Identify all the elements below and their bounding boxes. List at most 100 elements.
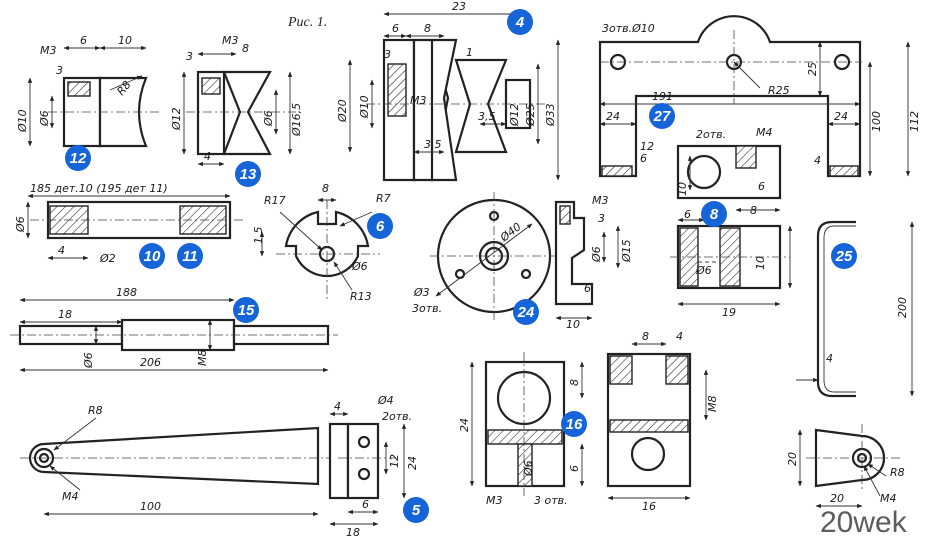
- dim-label: 4: [826, 352, 833, 365]
- svg-text:5: 5: [412, 502, 421, 519]
- dim-label: M4: [880, 492, 897, 505]
- dim-label: 3: [384, 48, 391, 61]
- part-badge: 25: [831, 243, 857, 269]
- dim-label: Ø12: [508, 103, 521, 127]
- dim-label: 10: [676, 182, 689, 196]
- dim-label: 8: [642, 330, 649, 343]
- dim-label: 100: [870, 111, 883, 132]
- dim-label: Ø6: [522, 460, 535, 477]
- dim-label: 3: [186, 50, 193, 63]
- dim-label: 24: [606, 110, 620, 123]
- dim-label: 6: [584, 282, 591, 295]
- dim-label: 24: [458, 418, 471, 432]
- dim-label: 10: [566, 318, 580, 331]
- svg-text:15: 15: [238, 302, 255, 319]
- svg-text:6: 6: [376, 218, 385, 235]
- part-badge: 11: [177, 243, 203, 269]
- part-badge: 12: [65, 145, 91, 171]
- dim-label: 3,5: [424, 138, 442, 151]
- dim-label: 6: [80, 34, 87, 47]
- dim-label: M3: [40, 44, 57, 57]
- part-badge: 24: [513, 299, 539, 325]
- dim-label: 3: [598, 212, 605, 225]
- part-badge: 8: [701, 201, 727, 227]
- part-badge: 5: [403, 497, 429, 523]
- dim-label: Ø33: [544, 103, 557, 127]
- dim-label: 4: [204, 150, 211, 163]
- dim-label: 6: [568, 465, 581, 472]
- part-13-drawing: M3 8 3 Ø12 Ø6 Ø16,5 4: [170, 34, 303, 167]
- part-badge: 27: [649, 103, 675, 129]
- svg-text:13: 13: [240, 166, 257, 183]
- dim-label: Ø16,5: [290, 103, 303, 137]
- dim-label: Ø6: [262, 110, 275, 127]
- part-5-drawing: 4 Ø4 2отв. 12 24 6 18: [328, 394, 419, 539]
- dim-label: 2отв.: [696, 128, 726, 141]
- dim-label: Ø6: [590, 246, 603, 263]
- part-badges: 12 13 4 27 10 11 6 8 25 15 24 16 5: [65, 9, 857, 523]
- dim-label: M8: [196, 350, 209, 367]
- dim-label: 12: [388, 454, 401, 468]
- svg-text:24: 24: [517, 304, 535, 321]
- dim-label: 4: [676, 330, 683, 343]
- dim-label: 206: [140, 356, 161, 369]
- dim-label: 2отв.: [382, 410, 412, 423]
- dim-label: 8: [568, 379, 581, 386]
- dim-label: Ø10: [16, 109, 29, 133]
- dim-label: 8: [322, 182, 329, 195]
- part-8-drawing: 2отв. M4 10 6 6 8 10 Ø6 19: [670, 126, 793, 319]
- dim-label: 18: [58, 308, 72, 321]
- dim-label: Ø3: [413, 286, 430, 299]
- dim-label: Ø6: [38, 110, 51, 127]
- part-24-drawing: Ø40 Ø3 3отв.: [412, 192, 558, 320]
- dim-label: 20: [786, 452, 799, 466]
- dim-label: 8: [242, 42, 249, 55]
- dim-label: 12: [640, 140, 654, 153]
- dim-label: Ø6: [14, 216, 27, 233]
- dim-label: 6: [684, 208, 691, 221]
- dim-label: M3: [592, 194, 609, 207]
- part-badge: 16: [561, 411, 587, 437]
- dim-label: R7: [376, 192, 391, 205]
- dim-label: Ø6: [82, 352, 95, 369]
- dim-label: R13: [350, 290, 372, 303]
- figure-title: Рис. 1.: [287, 15, 327, 30]
- dim-label: R8: [88, 404, 103, 417]
- dim-label: 200: [896, 297, 909, 318]
- part-27-drawing: 3отв.Ø10 25 R25 191 24 24 100 112 12 6 4: [598, 15, 921, 178]
- dim-label: 4: [814, 154, 821, 167]
- dim-label: M8: [706, 396, 719, 413]
- bracket-drawing: M3 3 Ø6 Ø15 6 10: [554, 194, 633, 331]
- dim-label: Ø6: [695, 264, 712, 277]
- dim-label: 25: [806, 62, 819, 76]
- part-badge: 6: [367, 213, 393, 239]
- svg-text:11: 11: [182, 248, 198, 265]
- dim-label: M4: [756, 126, 773, 139]
- part-6-drawing: R17 8 R7 1,5 Ø6 R13: [252, 182, 391, 303]
- dim-label: R25: [768, 84, 790, 97]
- lever-drawing: R8 M4 100: [20, 404, 330, 517]
- dim-label: 188: [116, 286, 137, 299]
- dim-label: 3отв.Ø10: [602, 22, 655, 35]
- dim-label: 3: [56, 64, 63, 77]
- dim-label: 6: [758, 180, 765, 193]
- dim-label: 4: [334, 400, 341, 413]
- dim-label: 8: [750, 204, 757, 217]
- dim-label: 191: [652, 90, 673, 103]
- part-badge: 15: [233, 297, 259, 323]
- dim-label: 6: [640, 152, 647, 165]
- part-15-drawing: 188 18 Ø6 206 M8: [10, 286, 338, 373]
- clevis-drawing: 20 R8 M4 20: [786, 424, 905, 509]
- dim-label: 6: [392, 22, 399, 35]
- part-25-drawing: 200 4: [796, 220, 915, 398]
- svg-text:4: 4: [515, 14, 525, 31]
- dim-label: 1: [466, 46, 473, 59]
- dim-label: Ø10: [358, 95, 371, 119]
- svg-text:10: 10: [144, 248, 161, 265]
- dim-label: 4: [58, 244, 65, 257]
- svg-text:16: 16: [566, 416, 583, 433]
- part-badge: 4: [507, 9, 533, 35]
- part-10-11-drawing: 185 дет.10 (195 дет 11) Ø6 4 Ø2: [14, 182, 246, 265]
- part-4-drawing: 23 6 8 3 1 Ø20 Ø10 M3 Ø12 Ø25 Ø33 3,5 3,…: [336, 0, 561, 182]
